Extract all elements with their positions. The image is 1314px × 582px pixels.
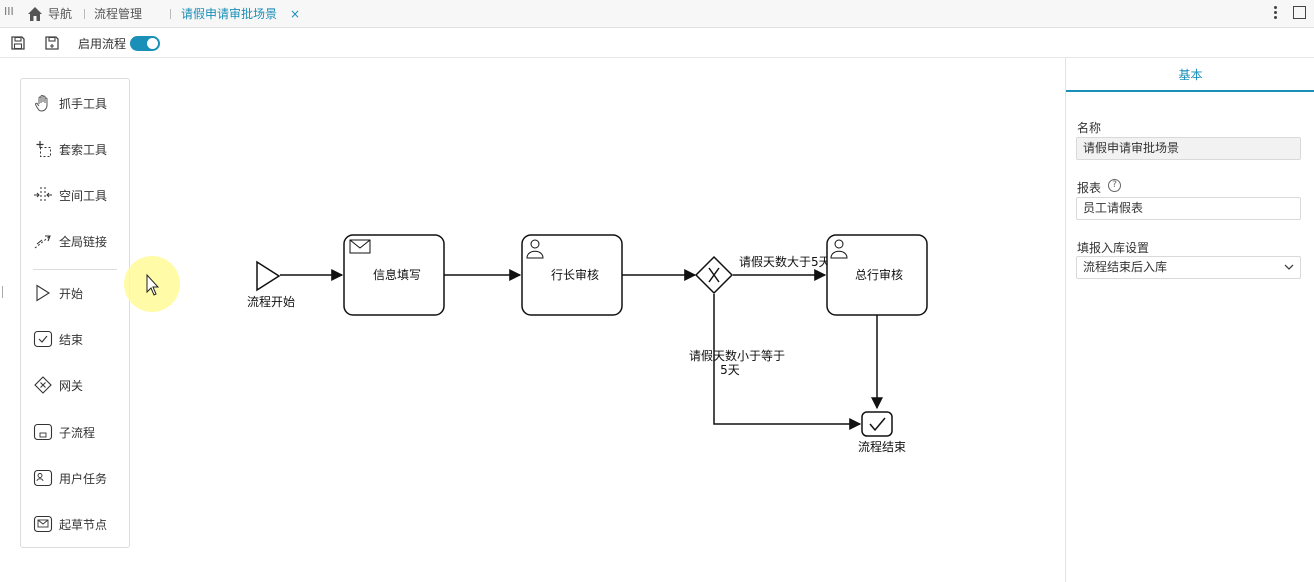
process-canvas[interactable]: 流程开始 信息填写 行长审核 请假天数大于5天 请假天数小于等于 5天 总行审核… (0, 0, 1065, 582)
gateway-icon (34, 376, 52, 394)
user-icon (830, 239, 848, 259)
start-event-icon (36, 284, 51, 302)
palette-gateway[interactable]: 网关 (21, 373, 129, 397)
task-hq-review[interactable] (826, 234, 928, 316)
flow-label-le-line1: 请假天数小于等于 (689, 348, 785, 363)
tab-separator (84, 9, 85, 19)
chevron-down-icon (1284, 264, 1294, 270)
palette-label: 起草节点 (59, 518, 108, 532)
task-info-fill-label: 信息填写 (373, 267, 421, 282)
tab-process-management[interactable]: 流程管理 (94, 7, 143, 21)
storage-setting-select[interactable]: 流程结束后入库 (1076, 256, 1301, 279)
message-icon (349, 239, 371, 254)
gateway-x-icon (708, 267, 720, 283)
palette-label: 空间工具 (59, 189, 108, 203)
palette-label: 网关 (59, 379, 84, 393)
menu-toggle-icon[interactable]: III (4, 5, 14, 18)
user-task-icon (33, 469, 53, 487)
report-field[interactable]: 员工请假表 (1076, 197, 1301, 220)
user-icon (526, 239, 544, 259)
save-as-icon[interactable] (44, 35, 60, 51)
flow-label-gt: 请假天数大于5天 (739, 254, 831, 269)
palette-label: 全局链接 (59, 235, 108, 249)
link-icon (34, 235, 51, 249)
start-event-label: 流程开始 (247, 294, 295, 309)
palette-hand-tool[interactable]: 抓手工具 (21, 91, 129, 115)
sequence-flow-le-5-days[interactable] (713, 294, 862, 430)
palette-global-link[interactable]: 全局链接 (21, 229, 129, 253)
palette-space-tool[interactable]: 空间工具 (21, 183, 129, 207)
palette-label: 开始 (59, 287, 84, 301)
more-options-icon[interactable] (1270, 4, 1280, 22)
space-icon (34, 187, 52, 203)
mouse-cursor-icon (146, 273, 160, 296)
subprocess-icon (33, 423, 53, 441)
start-event[interactable] (256, 260, 281, 292)
palette-label: 套索工具 (59, 143, 108, 157)
top-tab-bar: III 导航 流程管理 请假申请审批场景 × (0, 0, 1314, 28)
enable-process-toggle[interactable] (130, 36, 160, 51)
hand-icon (35, 95, 48, 112)
palette-end[interactable]: 结束 (21, 327, 129, 351)
editor-toolbar: 启用流程 (0, 29, 1314, 58)
task-info-fill[interactable] (343, 234, 445, 316)
end-event[interactable] (861, 411, 893, 437)
properties-panel: 基本 名称 请假申请审批场景 报表 ? 员工请假表 填报入库设置 流程结束后入库 (1065, 58, 1314, 582)
name-field[interactable]: 请假申请审批场景 (1076, 137, 1301, 160)
end-event-label: 流程结束 (858, 439, 906, 454)
tab-separator (170, 9, 171, 19)
panel-edge-handle[interactable] (2, 286, 3, 298)
palette-divider (33, 269, 117, 270)
tab-leave-approval[interactable]: 请假申请审批场景 (181, 7, 278, 21)
enable-process-label: 启用流程 (78, 37, 127, 51)
flow-label-le-line2: 5天 (720, 363, 740, 377)
report-label: 报表 (1077, 181, 1102, 195)
palette-label: 用户任务 (59, 472, 108, 486)
name-label: 名称 (1077, 121, 1102, 135)
help-icon[interactable]: ? (1108, 179, 1121, 192)
task-branch-review-label: 行长审核 (551, 267, 599, 282)
home-icon[interactable] (27, 6, 43, 22)
tab-nav[interactable]: 导航 (48, 7, 73, 21)
palette-label: 结束 (59, 333, 84, 347)
storage-setting-value: 流程结束后入库 (1083, 260, 1168, 274)
check-icon (869, 417, 886, 432)
save-icon[interactable] (10, 35, 26, 51)
draft-node-icon (33, 515, 53, 533)
palette-subprocess[interactable]: 子流程 (21, 420, 129, 444)
palette-lasso-tool[interactable]: 套索工具 (21, 137, 129, 161)
palette-start[interactable]: 开始 (21, 281, 129, 305)
palette-label: 抓手工具 (59, 97, 108, 111)
tab-basic[interactable]: 基本 (1066, 58, 1314, 92)
lasso-icon (36, 141, 51, 157)
palette-user-task[interactable]: 用户任务 (21, 466, 129, 490)
task-hq-review-label: 总行审核 (855, 267, 903, 282)
palette-label: 子流程 (59, 426, 96, 440)
end-event-icon (33, 330, 53, 348)
tool-palette: 抓手工具 套索工具 空间工具 全局链接 开始 结束 (20, 78, 130, 548)
storage-setting-label: 填报入库设置 (1077, 241, 1150, 255)
palette-draft-node[interactable]: 起草节点 (21, 512, 129, 536)
task-branch-review[interactable] (521, 234, 623, 316)
tab-close-icon[interactable]: × (290, 7, 301, 21)
maximize-icon[interactable] (1293, 6, 1306, 19)
